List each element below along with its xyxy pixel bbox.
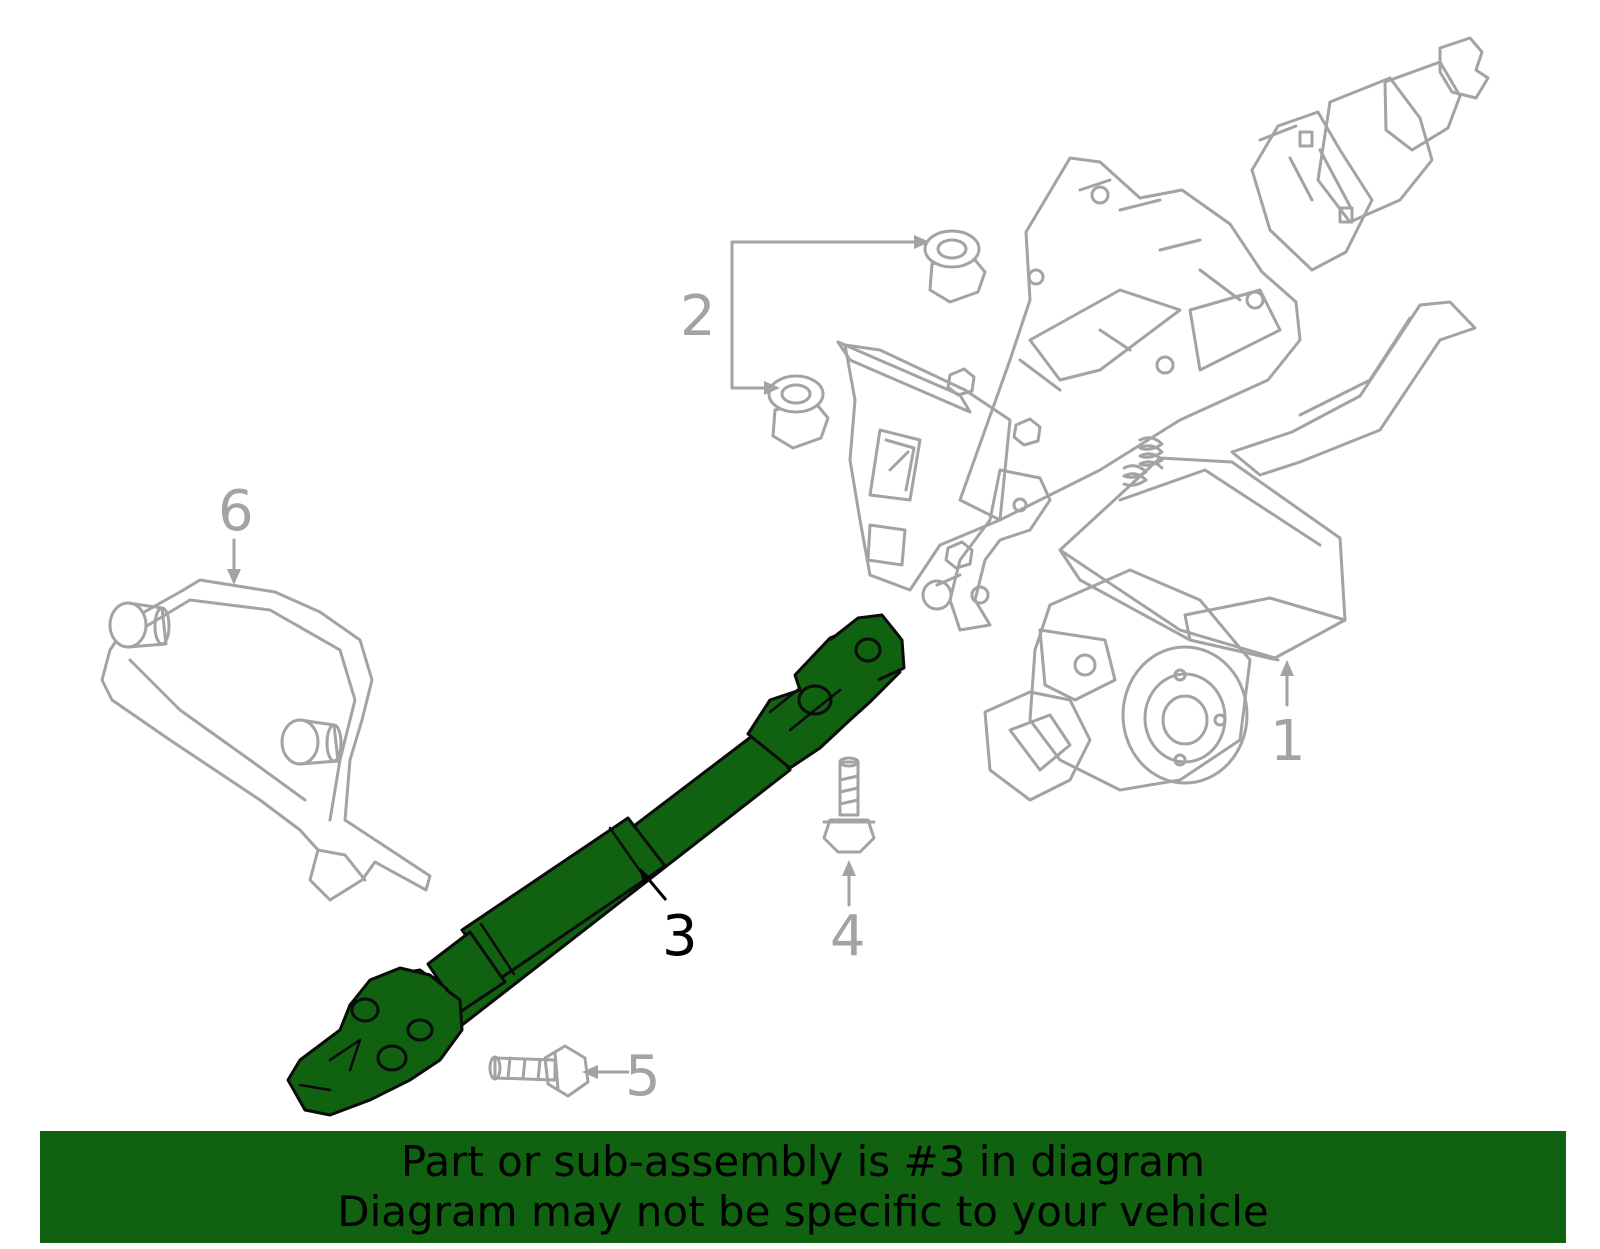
- banner-line-1: Part or sub-assembly is #3 in diagram: [400, 1137, 1206, 1186]
- callout-4-label[interactable]: 4: [830, 904, 866, 969]
- callout-2-leader: [730, 235, 930, 395]
- part-4-bolt[interactable]: [822, 756, 876, 854]
- callout-3-label[interactable]: 3: [662, 904, 698, 969]
- part-1-steering-column[interactable]: [836, 36, 1490, 802]
- banner-line-2: Diagram may not be specific to your vehi…: [337, 1187, 1269, 1236]
- info-banner: Part or sub-assembly is #3 in diagram Di…: [40, 1131, 1566, 1243]
- callout-1-label[interactable]: 1: [1270, 709, 1306, 774]
- callout-6-label[interactable]: 6: [218, 479, 254, 544]
- callout-5-label[interactable]: 5: [625, 1044, 661, 1109]
- callout-4-leader: [842, 860, 856, 907]
- part-2-nut-lower[interactable]: [767, 374, 830, 450]
- callout-5-leader: [582, 1065, 630, 1079]
- callout-6-leader: [227, 538, 241, 585]
- callout-2-label[interactable]: 2: [680, 284, 716, 349]
- part-5-bolt[interactable]: [488, 1044, 590, 1098]
- part-3-intermediate-shaft[interactable]: [286, 613, 906, 1117]
- callout-3-leader: [640, 868, 668, 901]
- callout-1-leader: [1280, 660, 1294, 707]
- part-6-bracket[interactable]: [100, 578, 432, 902]
- part-2-nut-upper[interactable]: [923, 229, 987, 304]
